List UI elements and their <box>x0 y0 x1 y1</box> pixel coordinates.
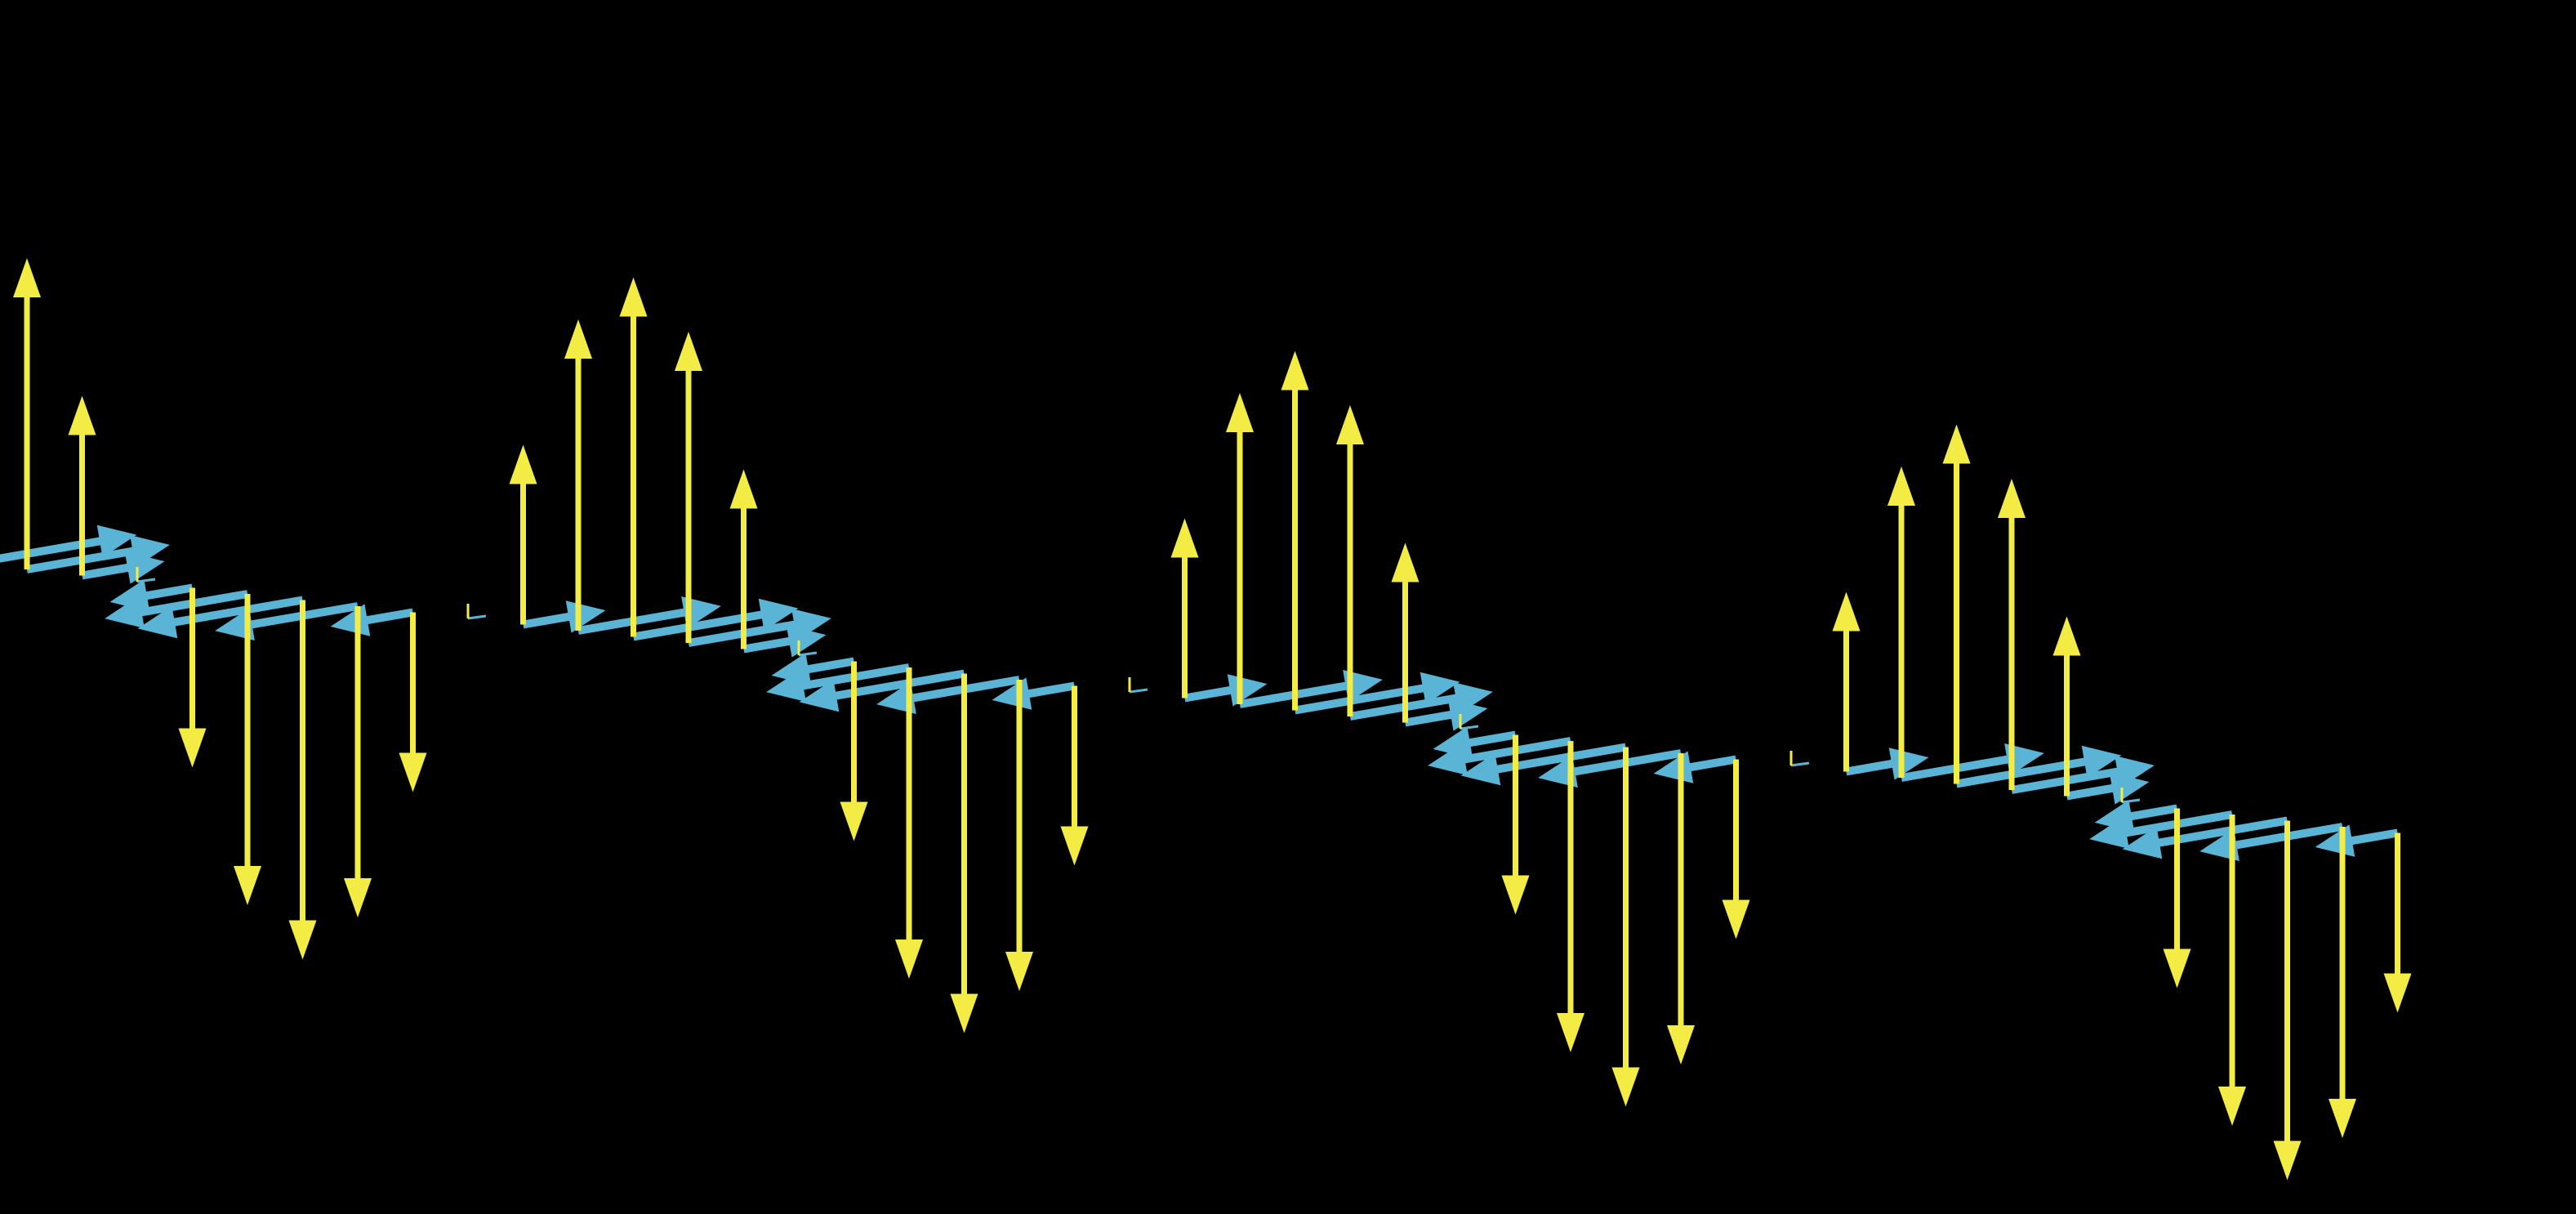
electric-field-arrowhead <box>1832 591 1861 632</box>
magnetic-field-arrowhead <box>2089 816 2129 850</box>
electric-field-arrowhead <box>68 395 96 435</box>
magnetic-field-arrow <box>632 608 775 641</box>
magnetic-field-arrowhead <box>105 596 145 629</box>
electric-field-arrowhead <box>2052 616 2081 656</box>
electric-field-arrowhead <box>1226 392 1254 432</box>
electric-field-arrowhead <box>178 728 207 768</box>
electric-field-arrowhead <box>1391 542 1419 582</box>
magnetic-field-arrow <box>577 605 698 635</box>
magnetic-field-arrowhead <box>786 625 827 658</box>
magnetic-field-arrowhead <box>1447 698 1488 731</box>
electric-field-arrowhead <box>2163 948 2191 989</box>
magnetic-field-arrowhead <box>758 598 799 632</box>
magnetic-field-arrow <box>127 590 248 619</box>
electric-field-arrowhead <box>564 319 592 359</box>
electric-field-arrowhead <box>619 277 648 317</box>
magnetic-field-arrowhead <box>2109 772 2150 805</box>
magnetic-field-arrowhead <box>799 679 840 712</box>
electric-field-arrowhead <box>1998 478 2026 518</box>
electric-field-arrowhead <box>1887 466 1915 506</box>
magnetic-field-arrowhead <box>137 605 178 639</box>
electric-field-vectors <box>13 257 2412 1181</box>
electric-field-arrowhead <box>509 444 537 484</box>
magnetic-field-arrow <box>2222 823 2343 852</box>
magnetic-field-arrow <box>789 663 910 693</box>
magnetic-field-arrow <box>822 669 965 703</box>
electric-field-arrowhead <box>1501 875 1530 915</box>
electric-field-arrowhead <box>13 257 41 297</box>
electric-field-arrowhead <box>729 469 758 509</box>
electric-field-arrowhead <box>1557 1013 1584 1053</box>
magnetic-field-arrowhead <box>1419 672 1460 705</box>
electric-field-arrowhead <box>2273 1140 2302 1181</box>
electric-field-arrowhead <box>288 920 317 960</box>
electric-field-arrowhead <box>344 878 372 918</box>
electric-field-arrowhead <box>1942 424 1971 464</box>
magnetic-field-arrow <box>1561 749 1682 779</box>
electric-field-arrowhead <box>1281 350 1309 391</box>
electric-field-arrowhead <box>1611 1067 1640 1107</box>
magnetic-field-arrow <box>1901 752 2021 782</box>
electric-field-arrowhead <box>895 940 923 980</box>
electric-field-arrowhead <box>2218 1087 2246 1127</box>
magnetic-field-arrow <box>136 578 156 583</box>
magnetic-field-arrow <box>1451 737 1571 766</box>
electric-field-arrowhead <box>950 993 978 1033</box>
electric-field-arrowhead <box>399 752 427 792</box>
magnetic-field-arrow <box>238 602 359 632</box>
electric-field-arrowhead <box>2329 1099 2356 1139</box>
electric-field-arrowhead <box>1060 826 1089 866</box>
magnetic-field-arrow <box>798 651 818 657</box>
magnetic-field-arrowhead <box>2122 826 2163 859</box>
electric-field-arrowhead <box>675 331 702 371</box>
magnetic-field-arrow <box>1955 755 2098 788</box>
electric-field-arrowhead <box>1170 518 1199 558</box>
electric-field-arrowhead <box>1667 1025 1695 1065</box>
electric-field-arrowhead <box>234 866 261 906</box>
magnetic-field-arrow <box>1129 688 1148 694</box>
electric-field-arrowhead <box>1722 899 1750 940</box>
magnetic-field-arrow <box>467 614 487 620</box>
magnetic-field-arrow <box>1484 743 1627 776</box>
magnetic-field-arrow <box>0 534 114 563</box>
electric-field-arrowhead <box>2383 973 2412 1013</box>
magnetic-field-arrow <box>1790 761 1810 767</box>
electric-field-arrowhead <box>1336 404 1364 444</box>
magnetic-field-vectors <box>0 524 2399 862</box>
magnetic-field-arrow <box>2121 798 2141 804</box>
magnetic-field-arrow <box>161 596 304 629</box>
magnetic-field-arrowhead <box>96 524 137 558</box>
magnetic-field-arrow <box>1239 679 1360 708</box>
magnetic-field-arrow <box>899 676 1020 705</box>
electric-field-arrowhead <box>1005 952 1033 992</box>
magnetic-field-arrowhead <box>1460 752 1501 786</box>
magnetic-field-arrowhead <box>1428 743 1468 776</box>
magnetic-field-arrow <box>2112 810 2233 840</box>
magnetic-field-arrowhead <box>766 669 806 703</box>
magnetic-field-arrow <box>1460 725 1479 730</box>
magnetic-field-arrow <box>2146 816 2289 850</box>
magnetic-field-arrowhead <box>124 551 165 584</box>
electric-field-arrowhead <box>840 801 868 841</box>
magnetic-field-arrowhead <box>2081 745 2122 779</box>
magnetic-field-arrow <box>1294 681 1437 715</box>
